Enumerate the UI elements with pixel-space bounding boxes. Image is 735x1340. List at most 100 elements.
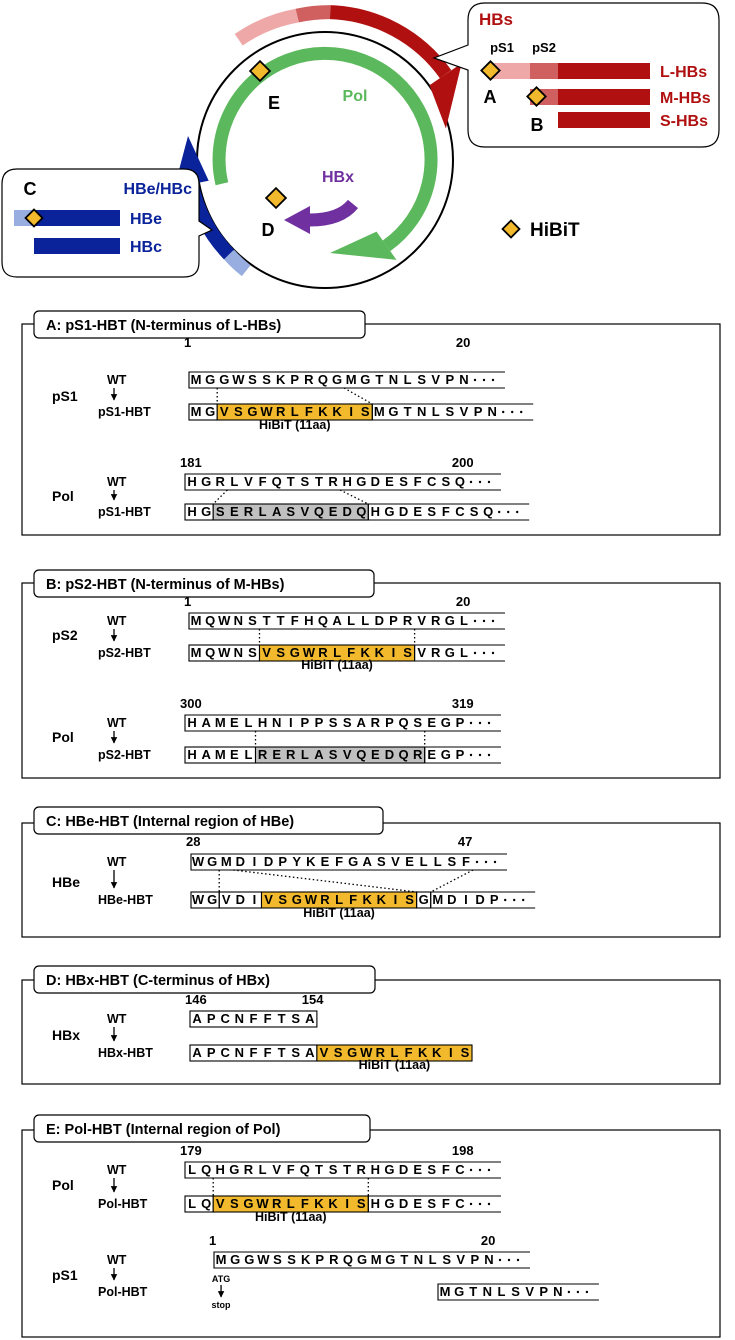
wt-sequence-box <box>213 1251 530 1269</box>
mutant-residue: T <box>404 404 412 419</box>
sequence-ellipsis <box>585 1290 589 1294</box>
mutant-residue: N <box>553 1284 562 1299</box>
alignment-dotted-line <box>233 869 417 893</box>
mutant-residue: M <box>191 645 202 660</box>
wt-residue: W <box>257 1252 270 1267</box>
panel-title-box <box>33 569 375 598</box>
mutant-residue: D <box>475 892 484 907</box>
codon-to-label: stop <box>212 1300 232 1310</box>
mutant-residue: N <box>417 404 426 419</box>
sequence-ellipsis <box>482 651 486 655</box>
mutant-residue: A <box>314 747 324 762</box>
wt-residue: F <box>291 613 299 628</box>
letter-b: B <box>531 115 544 135</box>
sequence-ellipsis <box>482 378 486 382</box>
wt-residue: E <box>427 715 436 730</box>
wt-residue: R <box>328 474 338 489</box>
mutant-residue: I <box>464 892 468 907</box>
mutant-residue: D <box>236 892 245 907</box>
start-position: 28 <box>186 834 200 849</box>
panel-frame <box>21 1129 721 1338</box>
wt-residue: P <box>278 854 287 869</box>
mutant-residue: S <box>446 404 455 419</box>
sequence-ellipsis <box>473 619 477 623</box>
end-position: 200 <box>452 455 474 470</box>
mutant-residue: S <box>248 645 257 660</box>
wt-residue: A <box>332 613 342 628</box>
hibit-insert-box <box>316 1044 473 1062</box>
mutant-residue: G <box>201 504 211 519</box>
wt-residue: T <box>375 372 383 387</box>
wt-residue: S <box>377 854 386 869</box>
wt-residue: H <box>371 1162 380 1177</box>
wt-residue: P <box>315 1252 324 1267</box>
wt-residue: D <box>371 474 380 489</box>
panel-title-box <box>33 310 366 339</box>
legend-hibit-diamond <box>501 219 521 239</box>
wt-residue: P <box>385 715 394 730</box>
hibit-residue: R <box>272 1196 282 1211</box>
hibit-residue: K <box>332 404 342 419</box>
start-position: 1 <box>184 594 191 609</box>
mutant-segment-box <box>371 403 534 421</box>
mutant-residue: S <box>291 1045 300 1060</box>
hibit-residue: G <box>292 892 302 907</box>
hibit-residue: G <box>243 1196 253 1211</box>
mutant-residue: H <box>371 504 380 519</box>
mutant-residue: S <box>427 1196 436 1211</box>
hibit-residue: F <box>301 1196 309 1211</box>
mutant-label: Pol-HBT <box>98 1285 148 1299</box>
wt-sequence-box <box>189 1010 318 1028</box>
mutant-residue: S <box>511 1284 520 1299</box>
wt-residue: L <box>244 715 252 730</box>
wt-residue: Q <box>318 613 328 628</box>
hibit-diamond-b <box>526 86 547 107</box>
wt-residue: F <box>259 474 267 489</box>
wt-residue: N <box>459 372 468 387</box>
panel-title-box <box>33 806 384 835</box>
hibit-residue: S <box>405 892 414 907</box>
gene-label: pS2 <box>52 627 78 643</box>
mutant-residue: L <box>244 747 252 762</box>
wt-label: WT <box>107 1163 127 1177</box>
mutant-residue: G <box>454 1284 464 1299</box>
mutant-label: HBe-HBT <box>98 893 153 907</box>
gene-label: pS1 <box>52 1267 78 1283</box>
hibit-residue: W <box>260 404 273 419</box>
sequence-ellipsis <box>469 1202 473 1206</box>
mutant-residue: A <box>272 504 282 519</box>
insert-label: HiBiT (11aa) <box>259 418 331 432</box>
mutant-residue: P <box>207 1045 216 1060</box>
wt-residue: D <box>236 854 245 869</box>
mutant-residue: L <box>301 747 309 762</box>
wt-residue: R <box>329 1252 339 1267</box>
mutant-residue: F <box>249 1045 257 1060</box>
wt-sequence-box <box>184 714 501 732</box>
mutant-segment-box <box>424 746 501 764</box>
mutant-residue: E <box>230 504 239 519</box>
wt-residue: G <box>201 474 211 489</box>
hibit-residue: V <box>216 1196 225 1211</box>
mutant-residue: E <box>371 747 380 762</box>
mutant-segment-box <box>367 503 530 521</box>
mutant-residue: R <box>244 504 254 519</box>
wt-residue: Q <box>455 474 465 489</box>
hibit-residue: S <box>361 404 370 419</box>
end-position: 319 <box>452 696 474 711</box>
hibit-residue: W <box>256 1196 269 1211</box>
mutant-residue: G <box>419 892 429 907</box>
hibit-residue: S <box>461 1045 470 1060</box>
wt-residue: V <box>244 474 253 489</box>
wt-residue: S <box>417 372 426 387</box>
wt-residue: Q <box>318 372 328 387</box>
hbx-arc <box>309 199 359 227</box>
wt-residue: M <box>371 1252 382 1267</box>
gene-label: HBx <box>52 1027 80 1043</box>
s-hbs-bar <box>558 112 650 128</box>
mutant-residue: V <box>301 504 310 519</box>
mutant-residue: M <box>374 404 385 419</box>
mutant-residue: E <box>427 747 436 762</box>
mutant-residue: P <box>539 1284 548 1299</box>
sequence-ellipsis <box>491 619 495 623</box>
wt-residue: W <box>192 854 205 869</box>
